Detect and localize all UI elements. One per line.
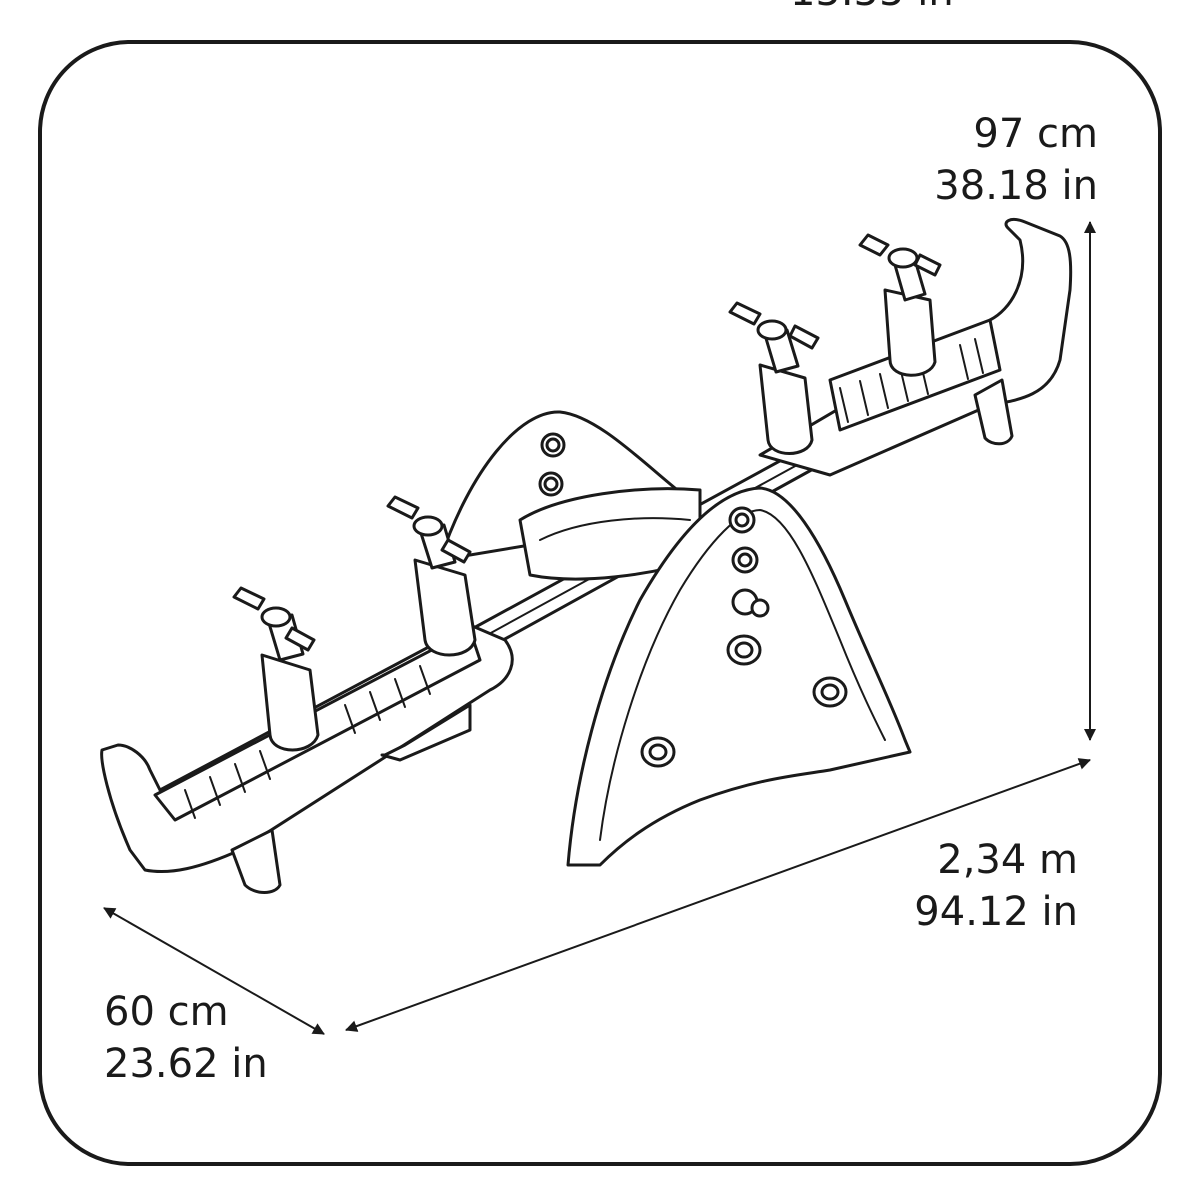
front-handle-right — [386, 495, 477, 657]
height-metric: 97 cm — [973, 111, 1098, 157]
bolt-2 — [812, 676, 848, 708]
front-handle-left — [232, 586, 320, 752]
width-arrow — [103, 907, 325, 1035]
front-support — [566, 486, 912, 867]
rounded-frame — [38, 40, 1162, 1166]
front-seat-foot — [230, 828, 282, 894]
length-dimension-label: 2,34 m 94.12 in — [914, 834, 1078, 938]
center-under-foot — [380, 703, 472, 762]
top-dimension-label: 15.55 in — [790, 0, 954, 18]
back-seat-foot — [973, 378, 1014, 446]
bolt-3 — [640, 736, 676, 768]
width-metric: 60 cm — [104, 989, 229, 1035]
height-imperial: 38.18 in — [934, 163, 1098, 209]
length-imperial: 94.12 in — [914, 889, 1078, 935]
width-imperial: 23.62 in — [104, 1041, 268, 1087]
seesaw-illustration — [100, 218, 1073, 894]
bolt-1 — [726, 634, 762, 666]
length-arrow — [345, 758, 1091, 1032]
back-handle-left — [728, 301, 820, 455]
length-metric: 2,34 m — [937, 837, 1078, 883]
height-dimension-label: 97 cm 38.18 in — [934, 108, 1098, 212]
width-dimension-label: 60 cm 23.62 in — [104, 986, 268, 1090]
back-handle-right — [858, 233, 942, 377]
